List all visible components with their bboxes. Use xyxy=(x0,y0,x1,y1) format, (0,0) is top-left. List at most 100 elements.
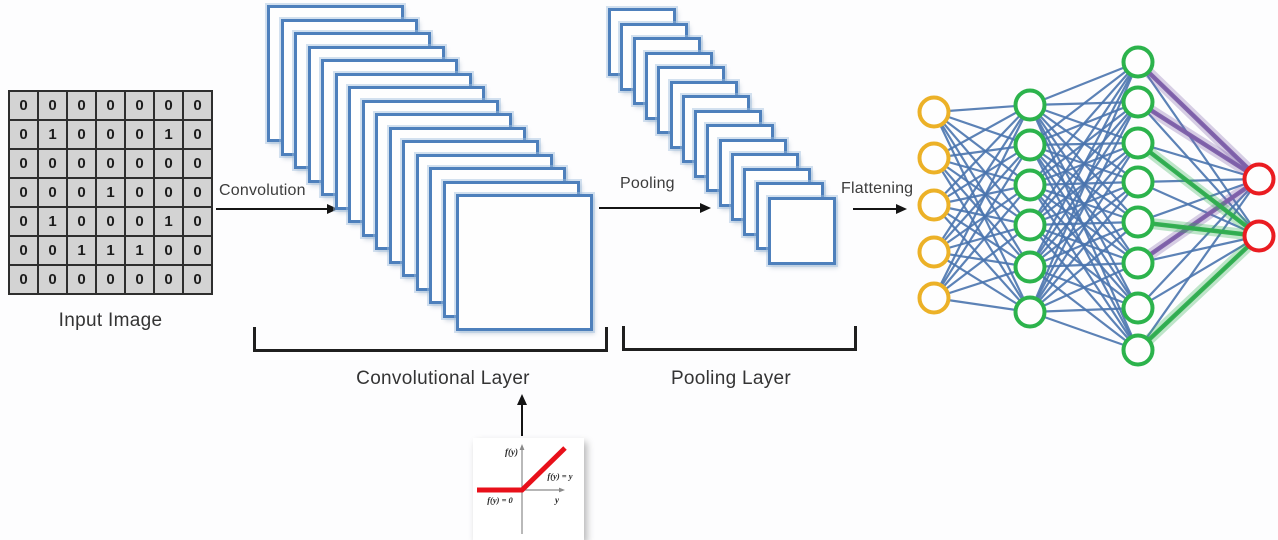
grid-cell: 0 xyxy=(97,92,124,119)
connection xyxy=(932,203,1032,269)
grid-cell: 1 xyxy=(155,208,182,235)
activation-plot-card: f(y) f(y) = y f(y) = 0 y xyxy=(473,438,584,540)
hidden-layer-2-neuron xyxy=(1121,205,1155,239)
connection xyxy=(1028,220,1140,314)
connection xyxy=(932,156,1032,269)
grid-cell: 1 xyxy=(97,179,124,206)
hidden-layer-2-neuron xyxy=(1121,85,1155,119)
connection xyxy=(1028,310,1140,352)
connection xyxy=(932,156,1032,227)
conv-feature-map xyxy=(456,194,593,331)
grid-cell: 0 xyxy=(184,266,211,293)
grid-cell: 0 xyxy=(155,150,182,177)
connection xyxy=(932,183,1032,300)
input-layer-neuron xyxy=(917,235,951,269)
grid-cell: 1 xyxy=(155,121,182,148)
connection xyxy=(1028,261,1140,269)
connection xyxy=(932,110,1032,227)
hidden-layer-1-neuron xyxy=(1013,208,1047,242)
grid-cell: 0 xyxy=(10,92,37,119)
grid-cell: 0 xyxy=(184,208,211,235)
connection xyxy=(1136,177,1261,352)
grid-cell: 0 xyxy=(126,92,153,119)
connection xyxy=(1028,141,1140,314)
pool-feature-map xyxy=(768,197,837,266)
grid-cell: 1 xyxy=(39,121,66,148)
connection xyxy=(1028,100,1140,314)
grid-cell: 0 xyxy=(155,237,182,264)
conv-layer-label: Convolutional Layer xyxy=(356,368,530,389)
grid-cell: 0 xyxy=(97,121,124,148)
conv-layer-bracket xyxy=(253,327,608,352)
hidden-layer-2-neuron xyxy=(1121,246,1155,280)
grid-cell: 0 xyxy=(39,266,66,293)
relu-function-line xyxy=(477,446,567,493)
connection xyxy=(1136,234,1261,265)
output-layer-neuron xyxy=(1242,162,1276,196)
grid-cell: 0 xyxy=(184,92,211,119)
connection xyxy=(1136,100,1261,238)
grid-cell: 1 xyxy=(126,237,153,264)
grid-cell: 0 xyxy=(155,92,182,119)
connection xyxy=(932,183,1032,254)
connection xyxy=(1028,220,1140,269)
hidden-layer-1-neuron xyxy=(1013,88,1047,122)
connection xyxy=(932,156,1032,187)
hidden-layer-1-neuron xyxy=(1013,168,1047,202)
grid-cell: 0 xyxy=(126,266,153,293)
connection xyxy=(932,103,1032,207)
grid-cell: 0 xyxy=(155,179,182,206)
grid-cell: 0 xyxy=(97,150,124,177)
highlighted-connection xyxy=(1135,59,1262,182)
grid-cell: 0 xyxy=(39,237,66,264)
grid-cell: 0 xyxy=(184,150,211,177)
grid-cell: 0 xyxy=(68,266,95,293)
input-layer-neuron xyxy=(917,141,951,175)
grid-cell: 0 xyxy=(68,92,95,119)
activation-arrow xyxy=(516,394,527,436)
grid-cell: 1 xyxy=(97,237,124,264)
connection xyxy=(932,143,1032,300)
connection xyxy=(1136,177,1261,224)
grid-cell: 1 xyxy=(68,237,95,264)
grid-cell: 0 xyxy=(39,150,66,177)
grid-cell: 0 xyxy=(10,179,37,206)
relu-y-axis-arrowhead xyxy=(519,444,525,450)
grid-cell: 0 xyxy=(126,121,153,148)
connection xyxy=(1136,177,1261,184)
connection xyxy=(932,265,1032,300)
connection xyxy=(1136,180,1261,238)
connection xyxy=(1028,265,1140,352)
relu-ylabel: f(y) xyxy=(505,447,518,457)
highlighted-connection xyxy=(1135,140,1262,239)
connection xyxy=(1028,60,1140,107)
hidden-layer-1-neuron xyxy=(1013,128,1047,162)
connection xyxy=(1028,261,1140,314)
convolution-arrow-label: Convolution xyxy=(219,182,306,199)
connection xyxy=(1136,177,1261,310)
connection xyxy=(1136,141,1261,181)
convolution-arrow xyxy=(216,204,338,214)
grid-cell: 1 xyxy=(39,208,66,235)
grid-cell: 0 xyxy=(97,266,124,293)
grid-cell: 0 xyxy=(68,179,95,206)
connection xyxy=(1028,60,1140,147)
flattening-arrow xyxy=(853,204,907,214)
relu-positive-label: f(y) = y xyxy=(547,471,572,481)
grid-cell: 0 xyxy=(68,121,95,148)
grid-cell: 0 xyxy=(126,208,153,235)
hidden-layer-1-neuron xyxy=(1013,250,1047,284)
hidden-layer-2-neuron xyxy=(1121,126,1155,160)
grid-cell: 0 xyxy=(155,266,182,293)
hidden-layer-2-neuron xyxy=(1121,291,1155,325)
grid-cell: 0 xyxy=(184,179,211,206)
grid-cell: 0 xyxy=(68,150,95,177)
input-layer-neuron xyxy=(917,188,951,222)
highlighted-connection xyxy=(1135,99,1262,182)
connection xyxy=(932,103,1032,254)
pooling-arrow-label: Pooling xyxy=(620,175,675,192)
highlighted-connection xyxy=(1135,176,1262,266)
hidden-layer-2-neuron xyxy=(1121,333,1155,367)
connection xyxy=(1028,60,1140,269)
